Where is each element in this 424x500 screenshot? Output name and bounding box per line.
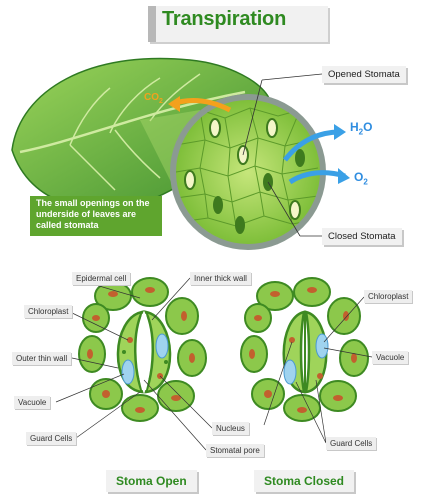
- title-accent-bar: [148, 6, 156, 42]
- opened-stomata-line: [261, 73, 323, 81]
- title-box: [148, 6, 328, 42]
- caption-text: The small openings on the underside of l…: [36, 198, 150, 230]
- page-title: Transpiration: [162, 8, 287, 30]
- leader-lines: [55, 277, 373, 451]
- nucleus-label: Nucleus: [212, 422, 249, 435]
- stoma-open-diagram: [78, 277, 207, 422]
- outer-thin-wall-label: Outer thin wall: [12, 352, 72, 365]
- stomatal-pore-label: Stomatal pore: [206, 444, 264, 457]
- epidermal-cell-label: Epidermal cell: [72, 272, 131, 285]
- inner-thick-wall-label: Inner thick wall: [190, 272, 251, 285]
- o2-arrow-head: [338, 168, 350, 184]
- caption-box: The small openings on the underside of l…: [30, 196, 162, 236]
- chloroplast-label-left: Chloroplast: [24, 305, 73, 318]
- stoma-closed-label: Stoma Closed: [254, 470, 355, 492]
- stoma-closed-diagram: [240, 277, 369, 422]
- guard-cells-label-right: Guard Cells: [326, 437, 377, 450]
- vacuole-label-left: Vacuole: [14, 396, 51, 409]
- magnified-leaf-surface: [170, 94, 326, 250]
- h2o-arrow-head: [334, 124, 346, 140]
- h2o-label: H2O: [350, 120, 373, 137]
- closed-stomata-label: Closed Stomata: [322, 228, 402, 245]
- co2-arrow-head: [168, 96, 180, 112]
- chloroplast-label-right: Chloroplast: [364, 290, 413, 303]
- opened-stomata-label: Opened Stomata: [322, 66, 406, 83]
- guard-cells-label-left: Guard Cells: [26, 432, 77, 445]
- co2-label: CO2: [144, 92, 163, 105]
- o2-label: O2: [354, 170, 368, 187]
- vacuole-label-right: Vacuole: [372, 351, 409, 364]
- stoma-open-label: Stoma Open: [106, 470, 197, 492]
